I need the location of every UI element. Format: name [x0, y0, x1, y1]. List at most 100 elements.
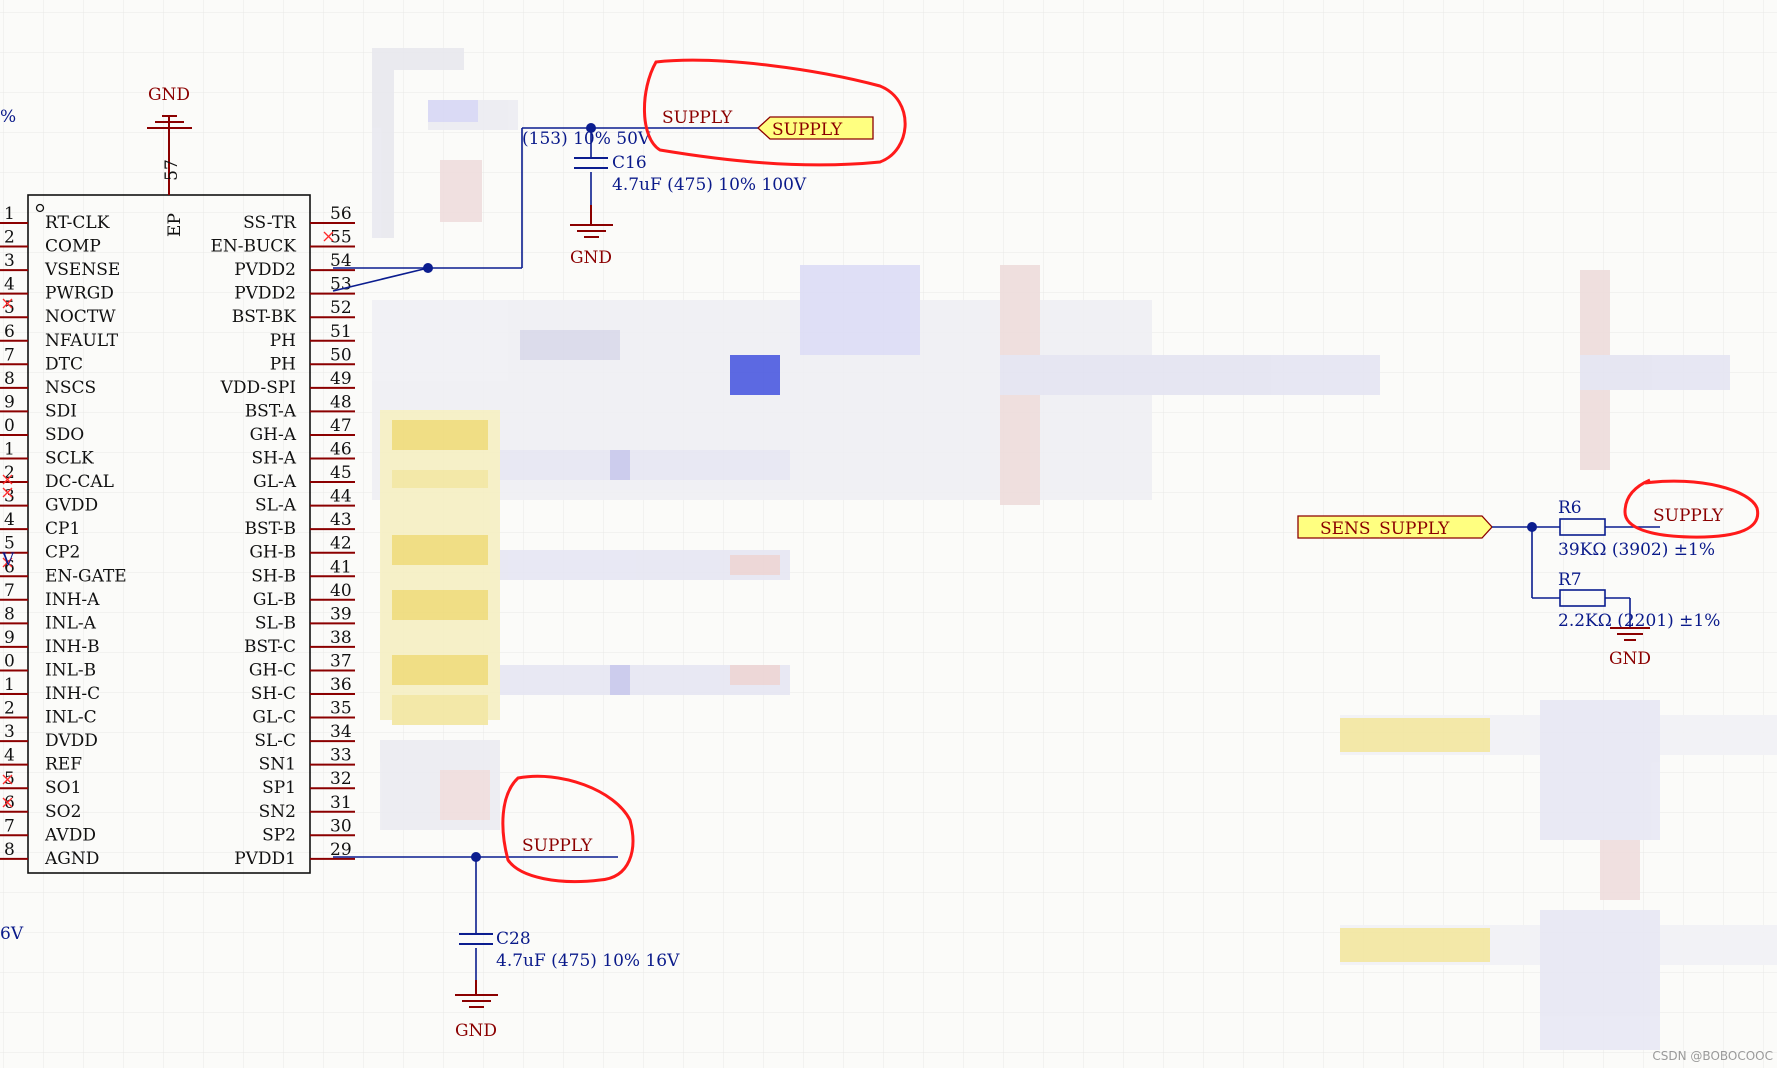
annotation-circle-top [642, 58, 907, 167]
right-pin-name: PH [270, 331, 296, 351]
left-pin-number: 3 [4, 251, 15, 271]
ep-pin-number: 57 [162, 159, 182, 181]
left-pin-name: COMP [45, 237, 101, 257]
no-connect-markers [2, 231, 334, 808]
right-pin-name: PVDD2 [234, 260, 296, 280]
left-pin-name: DC-CAL [45, 472, 114, 492]
left-pin-number: 2 [4, 463, 15, 483]
right-pin-number: 29 [330, 840, 352, 860]
sens-supply-port[interactable] [1297, 515, 1493, 539]
c16-ref: C16 [612, 153, 647, 173]
right-pin-number: 56 [330, 204, 352, 224]
left-pin-name: SDO [45, 425, 84, 445]
gnd-symbol-r7 [1610, 627, 1650, 641]
right-pin-number: 46 [330, 440, 352, 460]
right-pin-name: BST-BK [232, 307, 297, 327]
right-pin-number: 48 [330, 392, 352, 412]
left-pin-name: GVDD [45, 496, 98, 516]
right-pin-name: SP1 [262, 778, 296, 798]
right-pin-number: 38 [330, 628, 352, 648]
right-pin-name: SH-B [251, 566, 296, 586]
left-pin-number: 4 [4, 510, 15, 530]
left-pin-number: 8 [4, 604, 15, 624]
c28-capacitor [459, 933, 493, 945]
right-pin-name: SL-A [255, 496, 297, 516]
right-pin-number: 54 [330, 251, 352, 271]
left-pin-number: 8 [4, 369, 15, 389]
supply-port-top[interactable] [757, 116, 874, 140]
right-pin-name: BST-B [244, 519, 296, 539]
right-pin-number: 35 [330, 699, 352, 719]
left-pin-number: 7 [4, 345, 15, 365]
right-pin-number: 51 [330, 322, 352, 342]
right-pin-name: PVDD2 [234, 284, 296, 304]
right-pin-number: 50 [330, 345, 352, 365]
c16-capacitor [574, 157, 608, 169]
right-pin-number: 43 [330, 510, 352, 530]
left-pin-name: INL-A [45, 613, 97, 633]
right-pin-number: 30 [330, 816, 352, 836]
left-pin-name: PWRGD [45, 284, 114, 304]
right-pin-number: 31 [330, 793, 352, 813]
edge-percent-label: % [0, 107, 16, 127]
right-pin-name: GL-A [253, 472, 297, 492]
left-pin-number: 0 [4, 416, 15, 436]
left-pin-name: EN-GATE [45, 566, 127, 586]
gnd-label-c16: GND [570, 248, 612, 268]
r7-resistor [1559, 589, 1606, 607]
gnd-symbol-top [147, 115, 192, 129]
right-pin-name: SP2 [262, 825, 296, 845]
left-pin-name: CP1 [45, 519, 80, 539]
left-pin-name: RT-CLK [45, 213, 110, 233]
left-pin-number: 5 [4, 298, 15, 318]
right-pin-name: SL-C [254, 731, 296, 751]
left-pin-name: INL-B [45, 660, 96, 680]
left-pin-number: 6 [4, 322, 15, 342]
gnd-label-top: GND [148, 85, 190, 105]
left-pin-number: 3 [4, 722, 15, 742]
junction-pvdd1 [471, 852, 481, 862]
right-pin-number: 45 [330, 463, 352, 483]
redacted-region [372, 48, 1777, 1050]
supply-net-label-right: SUPPLY [1653, 506, 1724, 526]
right-pin-number: 40 [330, 581, 352, 601]
junction-divider [1527, 522, 1537, 532]
right-pin-name: GH-B [249, 543, 296, 563]
left-pin-number: 6 [4, 557, 15, 577]
r6-value: 39KΩ (3902) ±1% [1558, 540, 1715, 560]
pin1-marker [35, 203, 45, 213]
r7-value: 2.2KΩ (2201) ±1% [1558, 611, 1720, 631]
ep-pin-label: EP [165, 213, 185, 237]
junction-c16 [586, 123, 596, 133]
edge-volt-label: V [1, 550, 15, 570]
left-pin-name: SCLK [45, 449, 94, 469]
left-pin-name: INH-B [45, 637, 100, 657]
right-pin-name: GL-C [252, 708, 296, 728]
left-pin-number: 9 [4, 628, 15, 648]
junction-pvdd2 [423, 263, 433, 273]
right-pin-number: 44 [330, 487, 352, 507]
right-pin-name: GL-B [253, 590, 296, 610]
left-pin-name: AVDD [44, 825, 96, 845]
right-pin-number: 37 [330, 651, 352, 671]
right-pin-name: PVDD1 [234, 849, 296, 869]
right-pin-name: SS-TR [243, 213, 297, 233]
gnd-label-c28: GND [455, 1021, 497, 1041]
right-pin-number: 47 [330, 416, 352, 436]
left-pin-name: VSENSE [44, 260, 120, 280]
right-pin-group: 56SS-TR55EN-BUCK54PVDD253PVDD252BST-BK51… [210, 204, 355, 869]
r6-ref: R6 [1558, 498, 1582, 518]
annotation-circle-bottom [501, 774, 635, 884]
left-pin-number: 7 [4, 581, 15, 601]
left-pin-number: 1 [4, 204, 15, 224]
right-pin-name: SL-B [255, 613, 296, 633]
watermark: CSDN @BOBOCOOC [1652, 1049, 1773, 1063]
left-pin-number: 8 [4, 840, 15, 860]
left-pin-name: SO2 [45, 802, 81, 822]
left-pin-number: 5 [4, 769, 15, 789]
right-pin-name: VDD-SPI [220, 378, 296, 398]
right-pin-number: 36 [330, 675, 352, 695]
annotation-circle-right [1623, 478, 1760, 539]
